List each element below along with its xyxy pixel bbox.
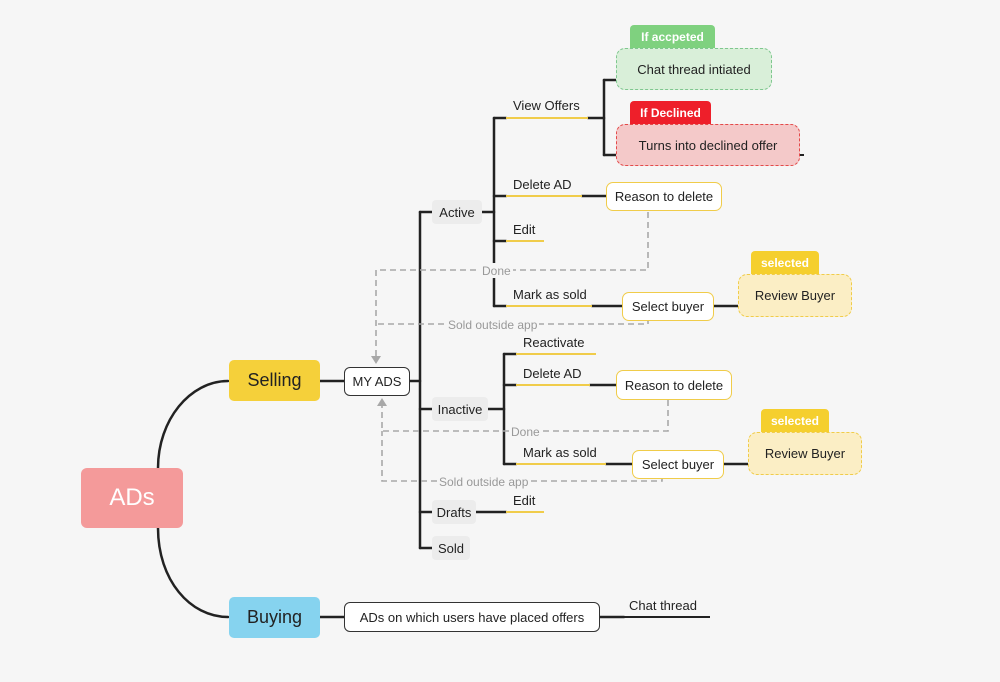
active-sold-outside-label: Sold outside app: [446, 317, 540, 332]
buying-offers-node[interactable]: ADs on which users have placed offers: [344, 602, 600, 632]
active-review-buyer-node[interactable]: Review Buyer: [738, 274, 852, 317]
chat-thread-initiated-node[interactable]: Chat thread intiated: [616, 48, 772, 90]
inactive-select-buyer-node[interactable]: Select buyer: [632, 450, 724, 479]
active-select-buyer-node[interactable]: Select buyer: [622, 292, 714, 321]
active-edit-node[interactable]: Edit: [513, 221, 536, 237]
if-declined-tag: If Declined: [630, 101, 711, 124]
inactive-review-buyer-node[interactable]: Review Buyer: [748, 432, 862, 475]
inactive-sold-outside-label: Sold outside app: [437, 474, 531, 489]
if-accepted-tag: If accpeted: [630, 25, 715, 48]
sold-node[interactable]: Sold: [432, 536, 470, 560]
active-done-label: Done: [480, 263, 513, 278]
active-delete-ad-node[interactable]: Delete AD: [513, 176, 572, 192]
selling-node[interactable]: Selling: [229, 360, 320, 401]
inactive-node[interactable]: Inactive: [432, 397, 488, 421]
active-selected-tag: selected: [751, 251, 819, 274]
chat-thread-node[interactable]: Chat thread: [629, 597, 697, 613]
inactive-delete-ad-node[interactable]: Delete AD: [523, 365, 582, 381]
root-node-ads[interactable]: ADs: [81, 468, 183, 528]
inactive-reason-to-delete-node[interactable]: Reason to delete: [616, 370, 732, 400]
active-node[interactable]: Active: [432, 200, 482, 224]
reactivate-node[interactable]: Reactivate: [523, 334, 585, 350]
active-mark-as-sold-node[interactable]: Mark as sold: [513, 286, 587, 302]
active-reason-to-delete-node[interactable]: Reason to delete: [606, 182, 722, 211]
buying-node[interactable]: Buying: [229, 597, 320, 638]
view-offers-node[interactable]: View Offers: [513, 97, 580, 113]
drafts-node[interactable]: Drafts: [432, 500, 476, 524]
my-ads-node[interactable]: MY ADS: [344, 367, 410, 396]
declined-offer-node[interactable]: Turns into declined offer: [616, 124, 800, 166]
drafts-edit-node[interactable]: Edit: [513, 492, 536, 508]
inactive-selected-tag: selected: [761, 409, 829, 432]
inactive-mark-as-sold-node[interactable]: Mark as sold: [523, 444, 597, 460]
inactive-done-label: Done: [509, 424, 542, 439]
